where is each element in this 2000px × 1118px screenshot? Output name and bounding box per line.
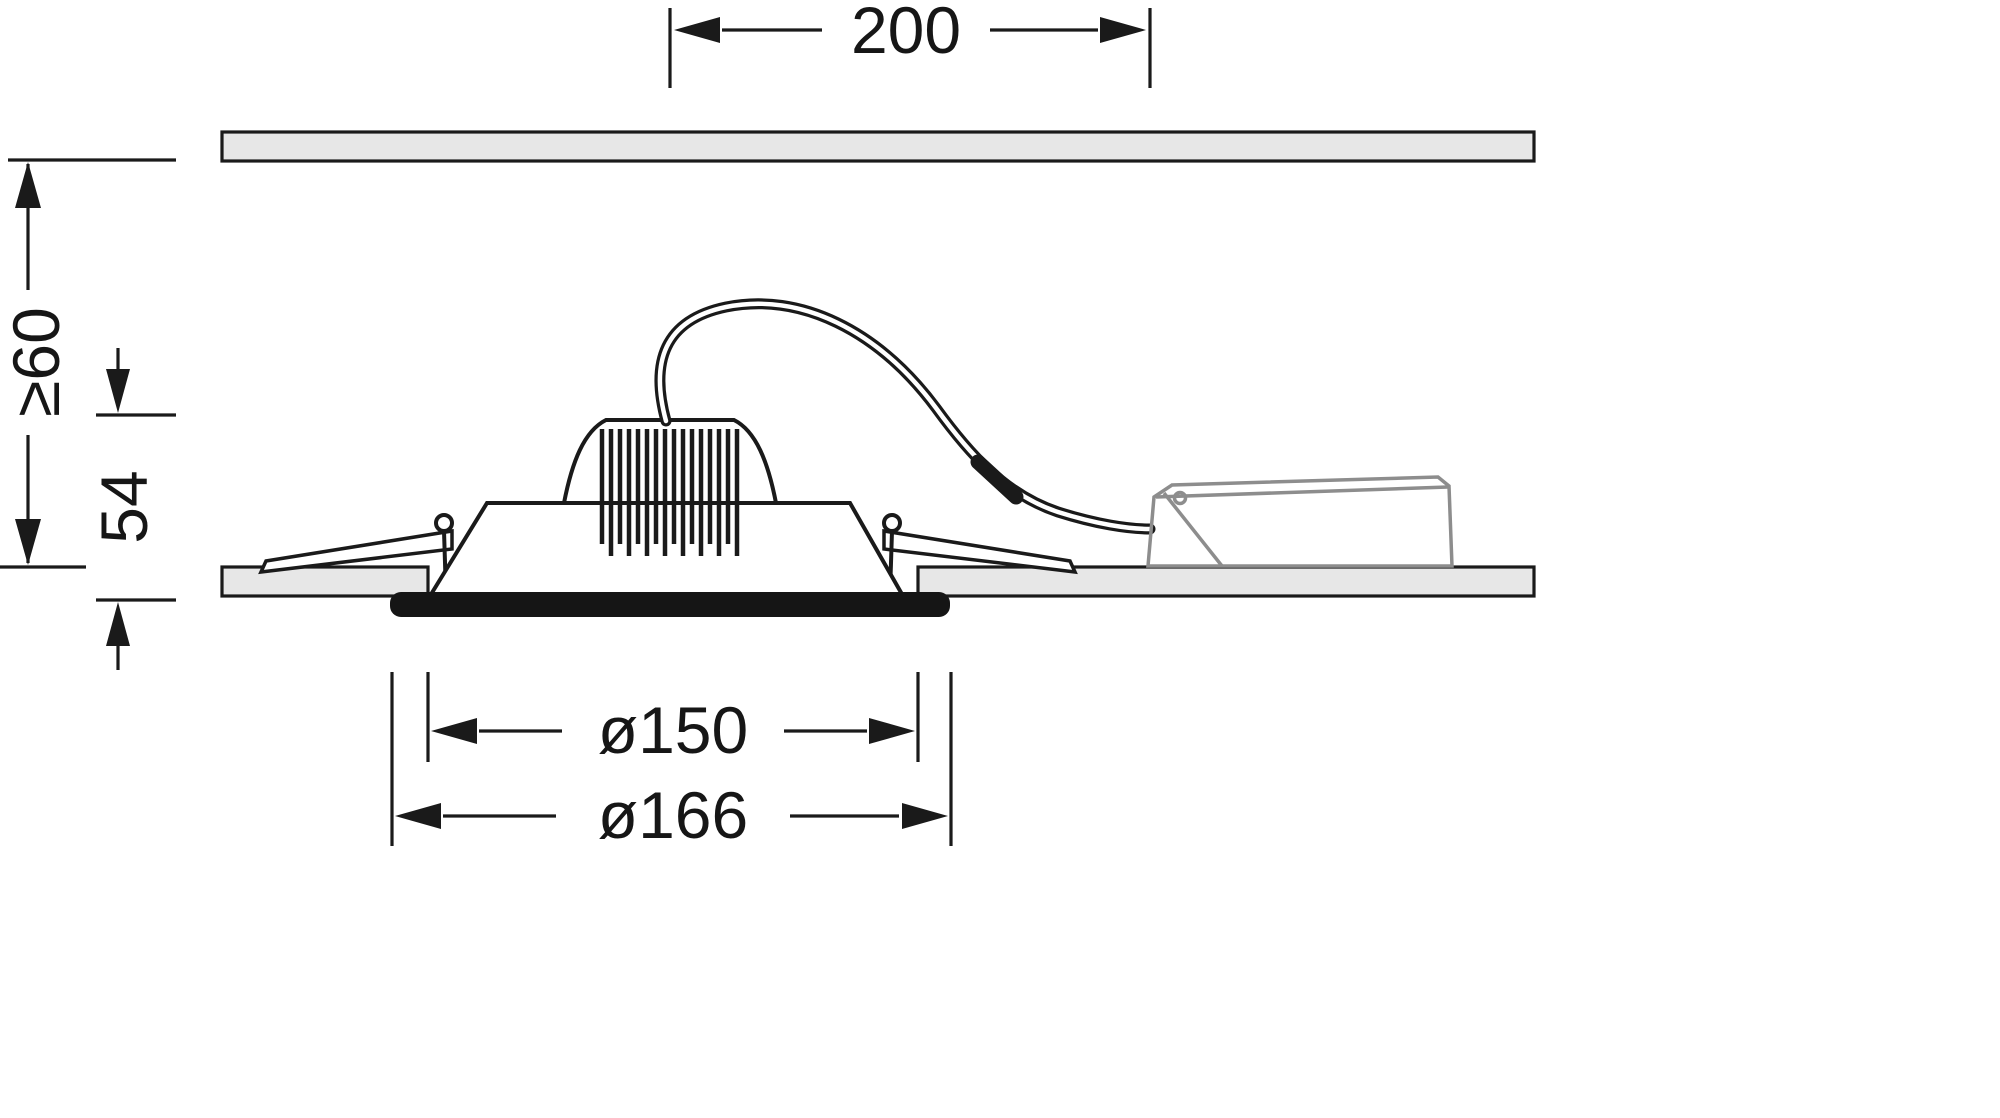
- heatsink-housing: [561, 418, 779, 505]
- dim-150-label: ø150: [598, 693, 748, 767]
- cable: [654, 298, 1156, 535]
- cable-connector: [970, 454, 1024, 505]
- dim-54: 54: [87, 348, 176, 670]
- ceiling-panel-left: [220, 565, 430, 598]
- spring-clip-left: [258, 528, 454, 575]
- driver-screw-icon: [1172, 490, 1188, 506]
- clip-pivot-right: [882, 513, 902, 533]
- arrowhead-up-icon: [15, 162, 41, 208]
- luminaire: [258, 418, 1078, 617]
- driver-box: [1146, 475, 1454, 568]
- arrowhead-left-icon: [431, 718, 477, 744]
- driver-top-edge: [1155, 485, 1449, 499]
- dim-54-label: 54: [87, 470, 161, 543]
- ceiling-panel-right: [916, 565, 1536, 598]
- driver-fold-line: [1162, 491, 1224, 568]
- dim-166: ø166: [390, 672, 953, 852]
- arrowhead-up-icon: [106, 602, 130, 646]
- dim-min60-label: ≥60: [0, 307, 73, 417]
- heatsink-fins: [599, 429, 740, 556]
- arrowhead-down-icon: [15, 519, 41, 565]
- dim-200: 200: [668, 0, 1152, 88]
- arrowhead-right-icon: [902, 803, 948, 829]
- arrowhead-left-icon: [674, 17, 720, 43]
- dim-150: ø150: [426, 672, 920, 767]
- dim-min60: ≥60: [0, 158, 176, 569]
- trim-bezel: [390, 592, 950, 617]
- dim-200-label: 200: [851, 0, 961, 67]
- dim-166-label: ø166: [598, 778, 748, 852]
- driver-outline: [1146, 475, 1454, 568]
- arrowhead-right-icon: [869, 718, 915, 744]
- spring-clip-right: [882, 528, 1078, 575]
- ceiling-slab-top: [220, 130, 1536, 163]
- clip-pivot-left: [434, 513, 454, 533]
- arrowhead-right-icon: [1100, 17, 1146, 43]
- arrowhead-down-icon: [106, 369, 130, 413]
- arrowhead-left-icon: [395, 803, 441, 829]
- cable-core: [657, 301, 1153, 532]
